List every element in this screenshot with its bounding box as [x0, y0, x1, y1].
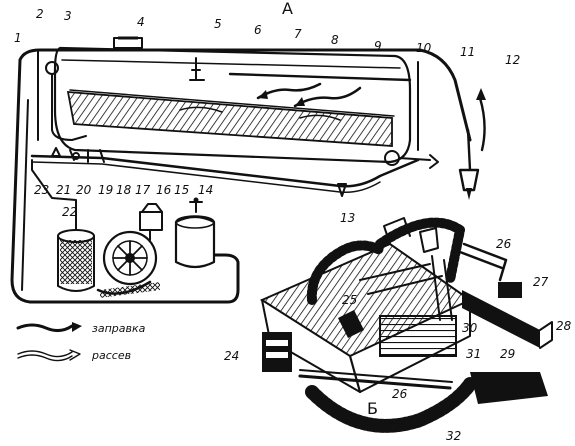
callout-1: 1 [14, 31, 22, 45]
callout-13: 13 [340, 211, 355, 225]
callout-31: 31 [466, 347, 481, 361]
nozzle-9 [384, 150, 400, 166]
callout-2: 2 [36, 7, 44, 21]
callout-16: 16 [156, 183, 172, 197]
legend-spread: рассев [17, 349, 131, 362]
fuel-pump-22 [31, 159, 95, 292]
duct-28 [462, 290, 540, 348]
callout-24: 24 [224, 349, 239, 363]
corrugated-hose-32 [305, 377, 477, 433]
callout-19: 19 [98, 183, 113, 197]
radiator-30-31 [379, 315, 457, 357]
callout-6: 6 [254, 23, 262, 37]
section-b-assembly [259, 217, 553, 433]
callout-4: 4 [137, 15, 145, 29]
callout-26-top: 26 [496, 237, 512, 251]
callout-15: 15 [174, 183, 189, 197]
callout-30: 30 [462, 321, 478, 335]
callout-8: 8 [331, 33, 339, 47]
callout-12: 12 [505, 53, 520, 67]
section-a-schematic [10, 36, 486, 304]
callout-21: 21 [56, 183, 71, 197]
section-b-label: Б [367, 399, 378, 418]
callout-7: 7 [294, 27, 302, 41]
callout-20: 20 [76, 183, 92, 197]
heat-exchanger [66, 91, 393, 147]
callout-27: 27 [533, 275, 549, 289]
callout-32: 32 [446, 429, 461, 443]
callout-28: 28 [556, 319, 572, 333]
legend: заправка рассев [16, 322, 146, 362]
left-down-pipe [10, 58, 240, 304]
legend-refuel-label: заправка [92, 322, 146, 335]
reservoir-15 [174, 197, 216, 269]
callout-29: 29 [500, 347, 515, 361]
callout-18: 18 [116, 183, 132, 197]
callout-3: 3 [64, 9, 72, 23]
motor-16 [139, 203, 163, 241]
legend-spread-label: рассев [91, 349, 131, 362]
outer-pipe [18, 48, 472, 142]
callout-14: 14 [198, 183, 213, 197]
callout-5: 5 [214, 17, 222, 31]
callout-10: 10 [416, 41, 432, 55]
delivery-pipe [30, 154, 420, 188]
callout-26-bottom: 26 [392, 387, 408, 401]
callout-17: 17 [135, 183, 151, 197]
duct-29 [470, 372, 548, 404]
callout-23: 23 [34, 183, 49, 197]
callout-labels: А Б 1 2 3 4 5 6 7 8 9 10 11 12 13 14 15 … [14, 0, 572, 443]
callout-25: 25 [342, 293, 357, 307]
blower-fan-18 [96, 230, 160, 298]
callout-11: 11 [460, 45, 475, 59]
legend-refuel: заправка [16, 322, 146, 335]
callout-9: 9 [374, 39, 382, 53]
callout-22: 22 [62, 205, 77, 219]
section-a-label: А [282, 0, 293, 18]
